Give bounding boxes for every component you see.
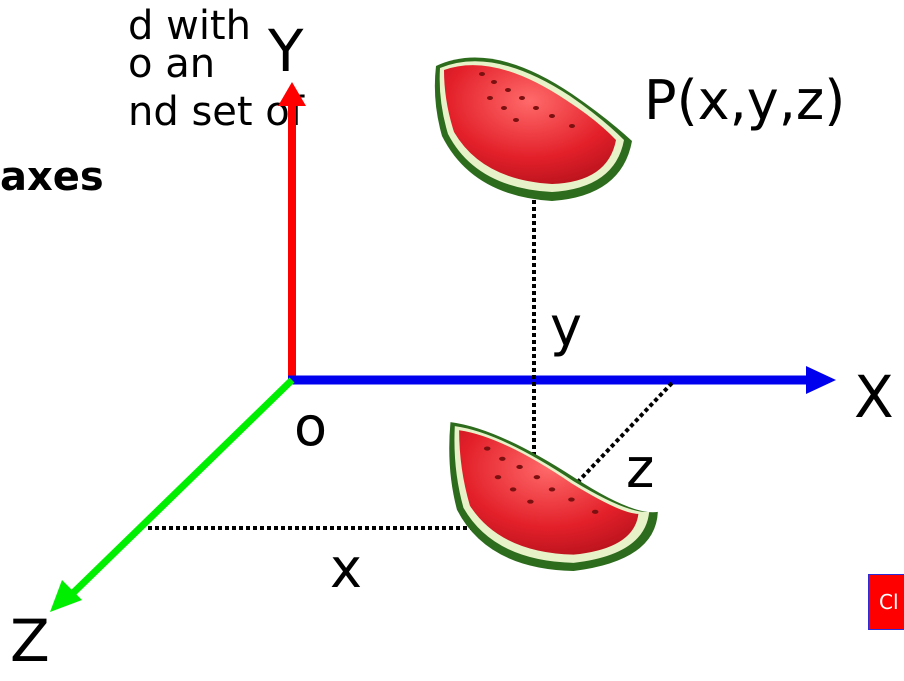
y-axis-label: Y <box>268 17 304 85</box>
x-axis-label: X <box>854 363 894 431</box>
y-axis <box>278 82 306 380</box>
cl-button[interactable]: Cl <box>868 574 904 630</box>
x-axis <box>288 366 836 394</box>
intro-line-1: d with <box>128 3 251 49</box>
x-component-label: x <box>330 537 362 600</box>
projection-lines <box>148 200 674 530</box>
z-axis <box>50 377 295 612</box>
z-axis-arrowhead <box>50 580 82 612</box>
projection-z-line <box>532 381 674 530</box>
z-component-label: z <box>626 437 655 500</box>
origin-label: o <box>294 395 328 458</box>
y-axis-arrowhead <box>278 82 306 106</box>
cl-button-label: Cl <box>879 590 899 614</box>
watermelon-point-icon <box>434 57 632 201</box>
x-axis-arrowhead <box>806 366 836 394</box>
intro-line-2: o an <box>128 41 216 87</box>
z-axis-label: Z <box>10 607 50 675</box>
y-component-label: y <box>550 295 582 358</box>
intro-line-4-bold: axes <box>0 154 104 200</box>
intro-line-3: nd set of <box>128 89 304 135</box>
point-label: P(x,y,z) <box>644 69 846 132</box>
watermelon-projection-icon <box>449 422 658 571</box>
